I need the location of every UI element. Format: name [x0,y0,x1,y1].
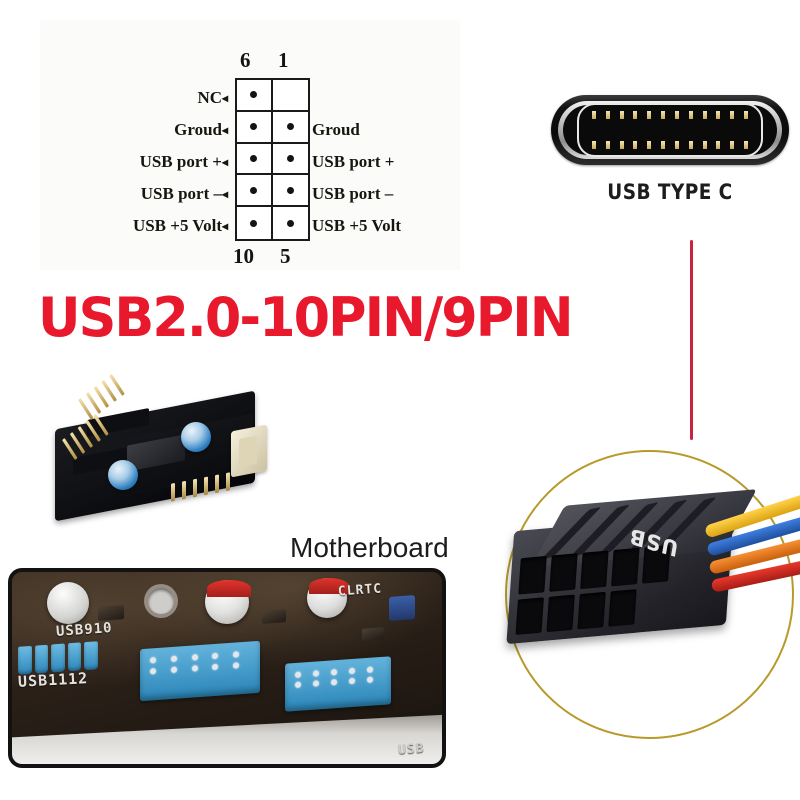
usb-type-c-group: USB TYPE C [548,95,798,225]
page-title: USB2.0-10PIN/9PIN [38,286,574,349]
pin-label-left-usb-port-minus: USB port –◂ [40,185,228,202]
pin-cell-10 [237,207,273,239]
pin-dot [250,154,258,162]
pin-dot [286,186,294,194]
pin-label-right-usb-port-minus: USB port – [312,184,394,203]
pin-dot [250,91,258,99]
pin-cell-4 [272,175,308,208]
pin-label-right-usb-5volt: USB +5 Volt [312,216,402,235]
motherboard-usb-header-1 [140,640,260,702]
tick-marker-icon: ◂ [222,219,229,233]
usb-pinout-diagram: 6 1 10 5 NC◂ Groud◂ USB port +◂ USB port [40,20,460,270]
pin-dot [250,123,258,131]
pin-dot [250,186,258,194]
pin-label-left-usb-port-plus: USB port +◂ [40,153,228,170]
pin-label-text: USB port + [139,152,222,171]
pin-label-right-ground: Groud [312,120,360,139]
motherboard-label: Motherboard [290,532,449,563]
tick-marker-icon: ◂ [222,187,229,201]
pin-dot [286,219,294,227]
pin-cell-1 [272,80,308,112]
motherboard-blue-component [389,595,415,621]
pin-cell-6 [237,80,273,112]
housing-socket-holes [515,545,671,635]
tick-marker-icon: ◂ [222,91,229,105]
pin-label-text: USB +5 Volt [132,216,222,235]
header-pin-grid [140,641,260,686]
contact-row-top [592,111,748,119]
usb-type-c-label: USB TYPE C [607,180,733,204]
usb-9pin-housing-photo: USB [506,489,800,700]
pin-label-right-usb-port-plus: USB port + [312,152,395,171]
tick-marker-icon: ◂ [222,155,229,169]
pin-dot [250,219,258,227]
adapter-capacitor-1 [181,422,211,452]
motherboard-chip-3 [362,627,384,641]
pin-label-text: Groud [174,120,222,139]
pin-number-top-left: 6 [240,48,251,72]
silkscreen-usb1112: USB1112 [17,669,89,691]
pin-label-text: NC [197,88,222,107]
pin-cell-5 [273,207,309,239]
pin-dot [286,154,294,162]
pin-label-text: USB port – [140,184,222,203]
motherboard-chip-2 [262,609,286,624]
pin-number-bottom-right: 5 [280,244,291,268]
usb-adapter-board-photo [45,373,277,524]
silkscreen-usb-partial: USB [397,741,425,758]
pin-cell-9 [237,175,273,208]
motherboard-capacitor-1 [47,582,89,624]
pin-cell-2 [272,112,308,144]
pin-cell-3 [272,144,308,176]
header-pin-grid [285,656,391,697]
pin-number-top-right: 1 [278,48,289,72]
adapter-capacitor-2 [108,460,138,490]
pin-cell-8 [237,143,273,176]
pin-dot [286,123,294,131]
silkscreen-clrtc: CLRTC [337,581,383,600]
tick-marker-icon: ◂ [222,123,229,137]
pin-label-left-usb-5volt: USB +5 Volt◂ [40,217,228,234]
motherboard-chip-1 [98,605,124,621]
connector-line [690,240,693,440]
motherboard-capacitor-red-top-1 [207,580,251,597]
pin-label-left-nc: NC◂ [40,89,228,106]
connector-contact-slot [577,103,763,157]
motherboard-capacitor-red-top-2 [309,578,349,594]
pin-number-bottom-left: 10 [233,244,254,268]
highlight-circle [505,450,794,739]
motherboard-usb-header-2 [285,656,391,712]
usb-type-c-connector-icon [551,95,789,165]
pin-label-left-ground: Groud◂ [40,121,228,138]
pin-grid [235,78,310,241]
motherboard-mounting-hole [148,588,174,614]
contact-row-bottom [592,141,748,149]
pin-cell-7 [237,111,273,144]
adapter-white-connector [231,424,267,478]
